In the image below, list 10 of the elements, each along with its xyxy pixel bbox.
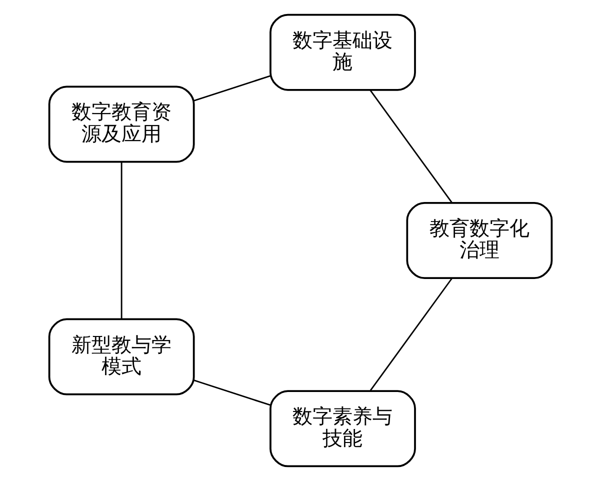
- connector: [368, 89, 452, 202]
- connector: [369, 277, 452, 390]
- node-box: 数字基础设施: [269, 13, 416, 90]
- node-box: 教育数字化治理: [406, 202, 552, 279]
- connector: [193, 74, 270, 101]
- connector: [193, 379, 270, 406]
- node-box: 数字素养与技能: [269, 390, 416, 467]
- node-box: 数字教育资源及应用: [48, 85, 194, 162]
- connector: [120, 162, 122, 318]
- node-box: 新型教与学模式: [48, 318, 194, 395]
